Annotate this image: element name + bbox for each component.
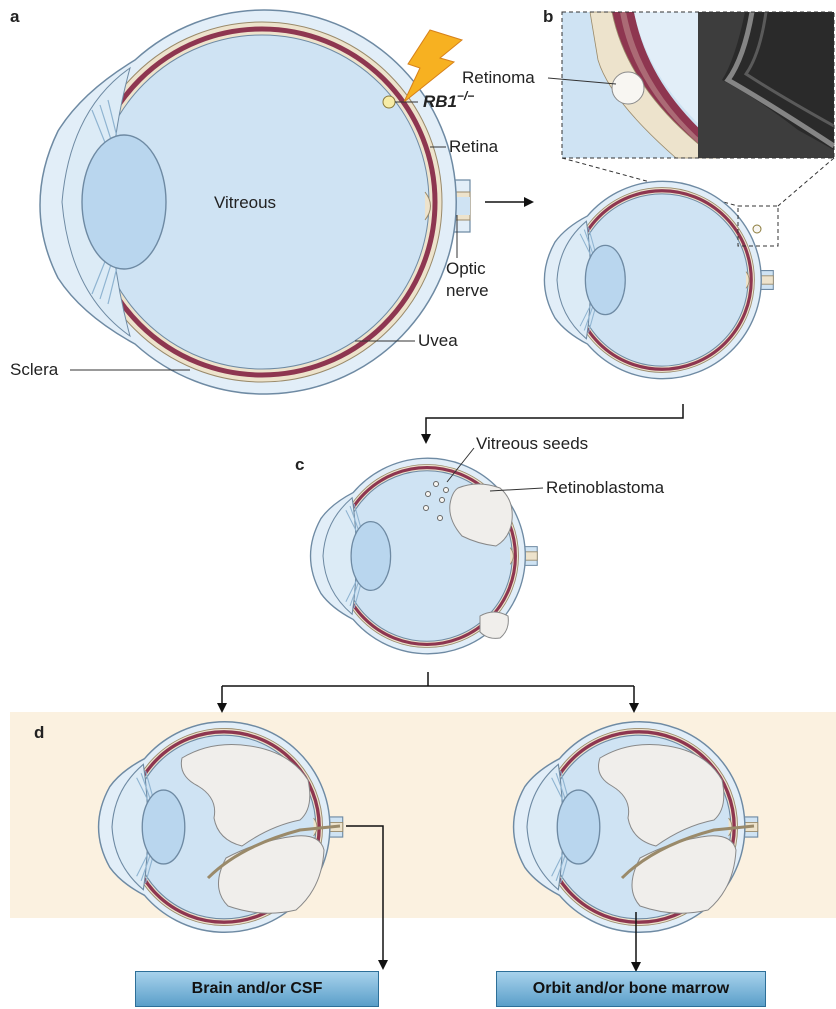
box-brain-csf: Brain and/or CSF	[135, 971, 379, 1007]
panel-label-c: c	[295, 455, 304, 474]
label-retina: Retina	[449, 137, 499, 156]
label-vitreous: Vitreous	[214, 193, 276, 212]
label-sclera: Sclera	[10, 360, 59, 379]
zoom-connector-right	[778, 158, 834, 206]
eye-b	[544, 181, 773, 378]
label-vitreous-seeds: Vitreous seeds	[476, 434, 588, 453]
retinoma-inset	[562, 12, 834, 158]
arrow-a-to-b	[485, 197, 534, 207]
label-retinoblastoma: Retinoblastoma	[546, 478, 665, 497]
arrow-c-to-d	[217, 672, 639, 713]
label-uvea: Uvea	[418, 331, 458, 350]
panel-label-b: b	[543, 7, 553, 26]
retinoma-spot-b	[753, 225, 761, 233]
label-retinoma: Retinoma	[462, 68, 535, 87]
label-rb1: RB1−/−	[423, 89, 474, 111]
label-optic-nerve-1: Optic	[446, 259, 486, 278]
tumor-c-lower	[480, 612, 508, 638]
label-optic-nerve-2: nerve	[446, 281, 489, 300]
panel-label-d: d	[34, 723, 44, 742]
panel-label-a: a	[10, 7, 20, 26]
box-orbit-bone-marrow: Orbit and/or bone marrow	[496, 971, 766, 1007]
